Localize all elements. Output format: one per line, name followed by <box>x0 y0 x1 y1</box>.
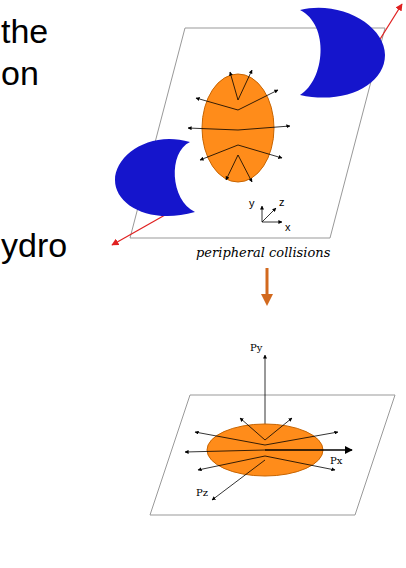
axes <box>262 206 282 222</box>
pz-axis <box>212 460 265 500</box>
nucleus-fragment <box>115 139 195 216</box>
flow-arrows <box>188 70 290 182</box>
px-axis <box>265 449 352 451</box>
beam-arrow <box>112 215 165 245</box>
slide-text: the <box>1 14 48 48</box>
nucleus-fragment <box>300 8 385 98</box>
transition-arrow <box>266 268 269 300</box>
axis-label: z <box>279 197 285 208</box>
axis-label: Py <box>250 343 262 353</box>
momentum-plane <box>150 395 395 515</box>
slide-text: on <box>1 56 39 90</box>
slide-text: ydro <box>1 228 67 262</box>
caption-note: peripheral collisions <box>196 246 330 259</box>
axis-label: y <box>249 198 255 209</box>
axis-label: x <box>285 222 291 233</box>
axis-label: Px <box>330 456 342 466</box>
axis-label: Pz <box>196 488 208 498</box>
